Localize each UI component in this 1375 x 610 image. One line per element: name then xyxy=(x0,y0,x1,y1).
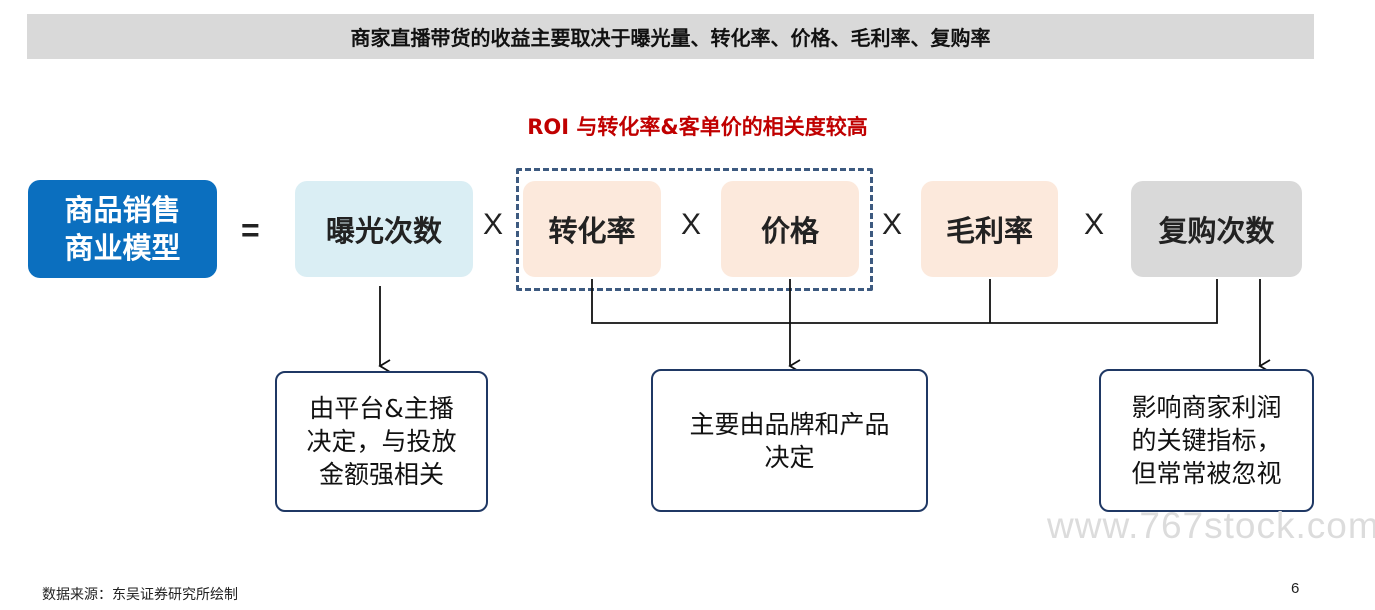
exposure-box: 曝光次数 xyxy=(295,181,473,277)
brand-note: 主要由品牌和产品 决定 xyxy=(651,369,928,512)
margin-box: 毛利率 xyxy=(921,181,1058,277)
price-label: 价格 xyxy=(760,214,819,248)
exposure-label: 曝光次数 xyxy=(325,214,442,248)
repeat-purchase-box: 复购次数 xyxy=(1131,181,1302,277)
roi-subtitle: ROI 与转化率&客单价的相关度较高 xyxy=(0,111,1375,141)
page-title: 商家直播带货的收益主要取决于曝光量、转化率、价格、毛利率、复购率 xyxy=(27,14,1314,59)
price-box: 价格 xyxy=(721,181,859,277)
brand-note-text: 主要由品牌和产品 决定 xyxy=(689,409,890,472)
conversion-label: 转化率 xyxy=(548,214,636,248)
multiply-sign: X xyxy=(882,208,903,241)
equals-sign: = xyxy=(241,212,260,248)
margin-label: 毛利率 xyxy=(945,214,1033,248)
multiply-sign: X xyxy=(1084,208,1105,241)
roi-subtitle-text: ROI 与转化率&客单价的相关度较高 xyxy=(527,115,868,139)
multiply-sign: X xyxy=(681,208,702,241)
sales-model-label: 商品销售 商业模型 xyxy=(64,193,181,265)
page-title-text: 商家直播带货的收益主要取决于曝光量、转化率、价格、毛利率、复购率 xyxy=(350,26,991,50)
page-number: 6 xyxy=(1291,580,1300,597)
multiply-sign: X xyxy=(483,208,504,241)
repeat-purchase-label: 复购次数 xyxy=(1158,214,1275,248)
sales-model-box: 商品销售 商业模型 xyxy=(28,180,217,278)
conversion-box: 转化率 xyxy=(523,181,661,277)
exposure-note: 由平台&主播 决定，与投放 金额强相关 xyxy=(275,371,488,512)
repeat-note-text: 影响商家利润 的关键指标， 但常常被忽视 xyxy=(1131,393,1282,488)
repeat-note: 影响商家利润 的关键指标， 但常常被忽视 xyxy=(1099,369,1314,512)
exposure-note-text: 由平台&主播 决定，与投放 金额强相关 xyxy=(306,394,457,489)
data-source: 数据来源：东吴证券研究所绘制 xyxy=(42,587,238,603)
watermark: www.767stock.com xyxy=(1047,505,1375,546)
